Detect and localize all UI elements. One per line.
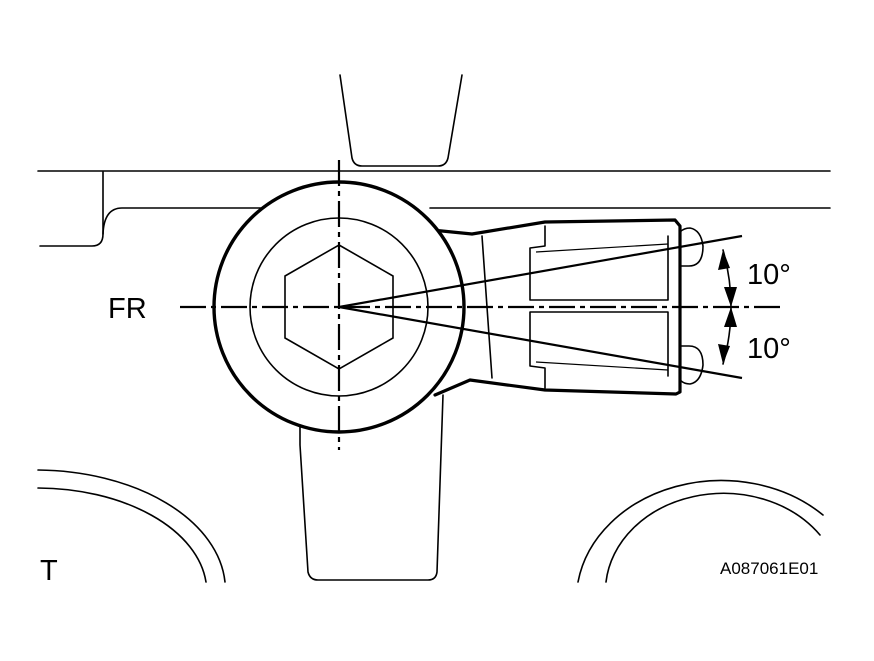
- figure-code: A087061E01: [720, 559, 818, 578]
- angle-dimension-top: [718, 249, 737, 308]
- angle-label-top: 10°: [747, 259, 791, 291]
- view-label: T: [40, 555, 58, 587]
- lower-left-bore: [37, 469, 226, 583]
- housing-rails: [37, 170, 831, 247]
- angle-dimension-bottom: [718, 306, 737, 365]
- lower-right-bore: [577, 479, 824, 583]
- latch-hooks: [679, 227, 704, 385]
- front-label: FR: [108, 293, 147, 325]
- upper-boss: [339, 74, 463, 167]
- centerlines: [180, 160, 785, 450]
- angle-label-bottom: 10°: [747, 333, 791, 365]
- lower-pillar: [299, 394, 444, 581]
- angle-limit-lines: [338, 234, 743, 380]
